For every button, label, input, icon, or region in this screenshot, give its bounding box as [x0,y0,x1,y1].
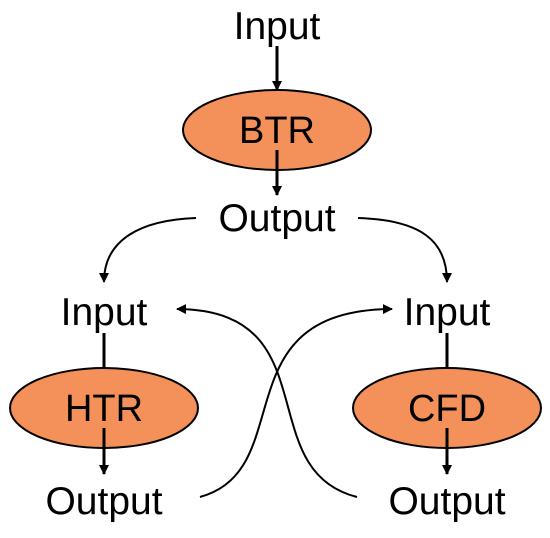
cross-curve-cfd-to-htr [176,304,358,498]
cfd-node-label: CFD [408,388,486,430]
htr-node-label: HTR [65,388,143,430]
cross-curve-htr-to-cfd [199,304,393,498]
branch-curve-left [99,217,197,283]
btr-node-label: BTR [239,110,315,152]
branch-curve-right [357,217,452,283]
right-output-label: Output [388,480,505,523]
left-output-label: Output [45,480,162,523]
right-input-label: Input [404,291,491,334]
top-output-label: Output [218,197,335,240]
left-input-label: Input [61,291,148,334]
top-input-label: Input [234,5,321,48]
